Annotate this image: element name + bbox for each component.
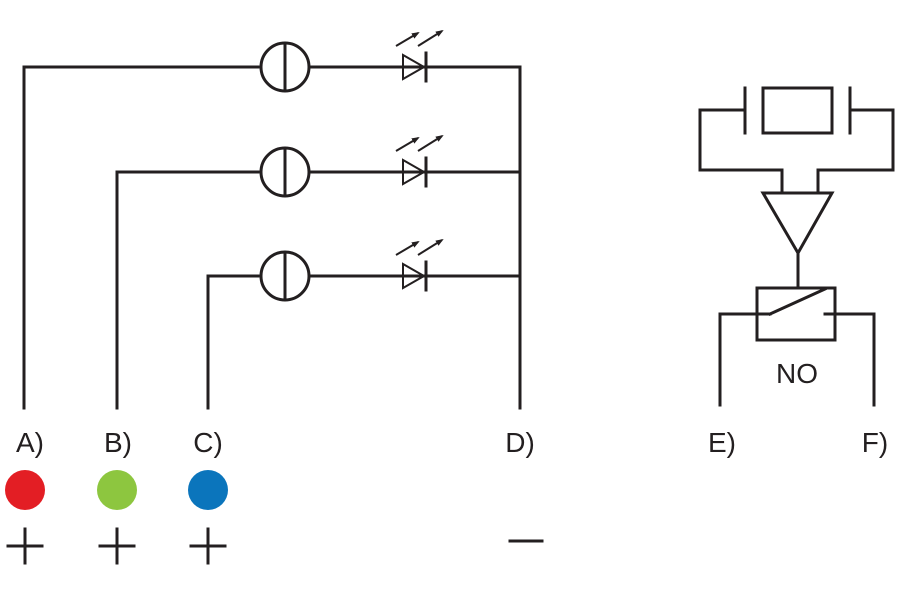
plus-sign-a bbox=[6, 527, 44, 565]
piezo-crystal bbox=[698, 86, 895, 195]
wire-a bbox=[22, 65, 260, 410]
led-c bbox=[395, 238, 444, 292]
lamp-a bbox=[259, 41, 311, 93]
branch-a bbox=[22, 29, 522, 410]
color-dot-c bbox=[188, 470, 228, 510]
lamp-b bbox=[259, 146, 311, 198]
terminal-label-a: A) bbox=[16, 427, 44, 458]
branch-b bbox=[115, 134, 522, 410]
terminal-label-d: D) bbox=[505, 427, 535, 458]
color-dot-b bbox=[97, 470, 137, 510]
led-a bbox=[395, 29, 444, 83]
branch-c bbox=[206, 238, 522, 410]
plus-sign-c bbox=[189, 527, 227, 565]
plus-sign-b bbox=[98, 527, 136, 565]
color-dot-a bbox=[5, 470, 45, 510]
terminal-label-e: E) bbox=[708, 427, 736, 458]
relay-switch bbox=[755, 286, 837, 342]
terminal-label-b: B) bbox=[104, 427, 132, 458]
wire-f bbox=[833, 312, 876, 407]
amplifier-triangle bbox=[760, 191, 835, 257]
lamp-c bbox=[259, 250, 311, 302]
contact-label: NO bbox=[776, 358, 818, 389]
terminal-label-f: F) bbox=[862, 427, 888, 458]
sensor-circuit: NO bbox=[698, 86, 895, 407]
wire-c bbox=[206, 274, 260, 410]
led-b bbox=[395, 134, 444, 188]
wire-b bbox=[115, 170, 260, 410]
terminal-label-c: C) bbox=[193, 427, 223, 458]
wire-e bbox=[718, 312, 759, 407]
